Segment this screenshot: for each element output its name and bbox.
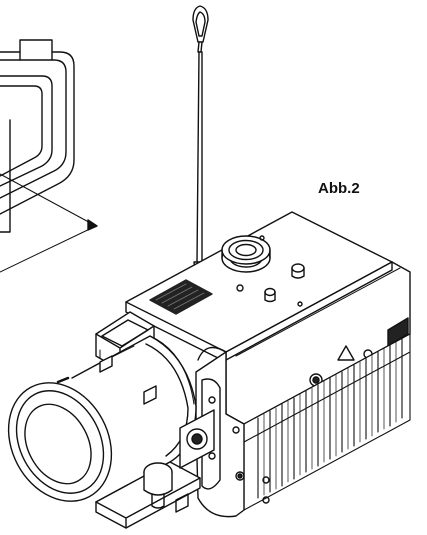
lifting-frame <box>0 39 98 273</box>
base-frame <box>95 409 215 529</box>
motor <box>7 335 197 503</box>
figure-label: Abb.2 <box>318 180 360 197</box>
lifting-rod <box>188 5 213 298</box>
pump-body <box>125 211 411 518</box>
